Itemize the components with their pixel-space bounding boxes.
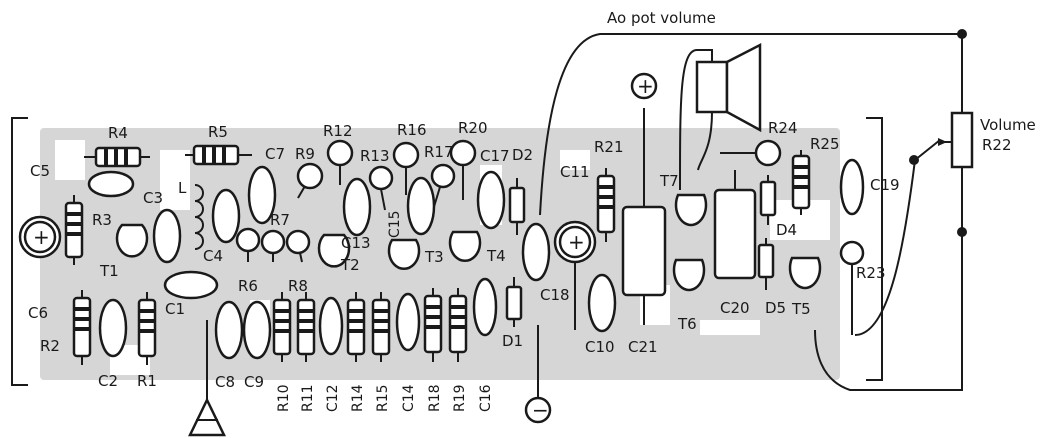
label-l: L [178,179,187,197]
resistor-r18 [423,288,443,362]
electrolytic-capacitors [18,108,757,330]
resistor-r19 [448,288,468,362]
label-d2: D2 [512,146,533,164]
label-t3: T3 [424,248,444,266]
resistor-r10 [272,292,292,362]
label-t7: T7 [659,172,679,190]
plus-terminal-symbol: + [637,74,654,98]
label-c4: C4 [203,247,223,265]
label-r17: R17 [424,143,454,161]
label-r15: R15 [375,384,391,412]
label-c13: C13 [341,234,371,252]
transistors [115,193,822,292]
label-r3: R3 [92,211,112,229]
pot-wires [539,29,967,391]
resistor-r21 [596,168,616,242]
volume-pot-r22 [938,111,974,169]
label-r21: R21 [594,138,624,156]
component-labels-vertical: R10 R11 C12 R14 R15 C14 R18 R19 C16 C15 [276,210,494,412]
label-c18: C18 [540,286,570,304]
volume-ref: R22 [982,136,1012,154]
label-t6: T6 [677,315,697,333]
label-r10: R10 [276,384,292,412]
resistors-horizontal [84,144,252,168]
pot-wire-annotation: Ao pot volume [607,9,716,27]
label-d4: D4 [776,221,797,239]
label-c5: C5 [30,162,50,180]
plus-terminal-icon [630,72,658,100]
label-c20: C20 [720,299,750,317]
label-d5: D5 [765,299,786,317]
label-r2: R2 [40,337,60,355]
label-r19: R19 [452,384,468,412]
resistor-r25 [791,150,811,215]
resistor-r5 [185,144,252,166]
power-terminals [524,72,658,424]
label-r9: R9 [295,145,315,163]
label-c12: C12 [325,384,341,412]
resistor-r4 [84,146,150,168]
label-t2: T2 [340,256,360,274]
label-r20: R20 [458,119,488,137]
resistors-vertical [64,150,811,365]
label-t5: T5 [791,300,811,318]
label-r16: R16 [397,121,427,139]
volume-title: Volume [980,116,1036,134]
capacitors [87,158,865,360]
label-c7: C7 [265,145,285,163]
label-r1: R1 [137,372,157,390]
label-r6: R6 [238,277,258,295]
label-r23: R23 [856,264,886,282]
resistor-r3 [64,195,84,265]
inductor-coil [194,184,204,250]
label-c10: C10 [585,338,615,356]
label-c6: C6 [28,304,48,322]
resistors-round [235,139,865,335]
minus-terminal-symbol: − [532,398,549,422]
label-r14: R14 [350,384,366,412]
label-r18: R18 [427,384,443,412]
label-r25: R25 [810,135,840,153]
label-c9: C9 [244,373,264,391]
label-r4: R4 [108,124,128,142]
resistor-r11 [296,292,316,362]
label-c15: C15 [387,210,403,238]
label-c21: C21 [628,338,658,356]
diodes [505,175,777,327]
antenna-symbol [188,320,226,437]
label-c2: C2 [98,372,118,390]
resistor-r1 [137,292,157,365]
label-c19: C19 [870,176,900,194]
label-r5: R5 [208,123,228,141]
label-c1: C1 [165,300,185,318]
label-r12: R12 [323,122,353,140]
label-r7: R7 [270,211,290,229]
label-r11: R11 [300,384,316,412]
label-t4: T4 [486,247,506,265]
label-c17: C17 [480,147,510,165]
component-labels: R4 R5 C5 C7 R9 R12 R13 R16 R17 R20 C17 D… [28,119,900,391]
label-c3: C3 [143,189,163,207]
label-c16: C16 [478,384,494,412]
minus-terminal-icon [524,396,552,424]
plus-symbol-c11: + [568,230,585,254]
label-c11: C11 [560,163,590,181]
speaker [679,42,762,191]
plus-symbol-c6: + [33,225,50,249]
label-c14: C14 [401,384,417,412]
label-r13: R13 [360,147,390,165]
label-t1: T1 [99,262,119,280]
label-c8: C8 [215,373,235,391]
label-r8: R8 [288,277,308,295]
resistor-r2 [72,290,92,365]
board-brackets [11,117,883,386]
label-d1: D1 [502,332,523,350]
resistor-r14 [346,292,366,362]
resistor-r15 [371,292,391,362]
label-r24: R24 [768,119,798,137]
